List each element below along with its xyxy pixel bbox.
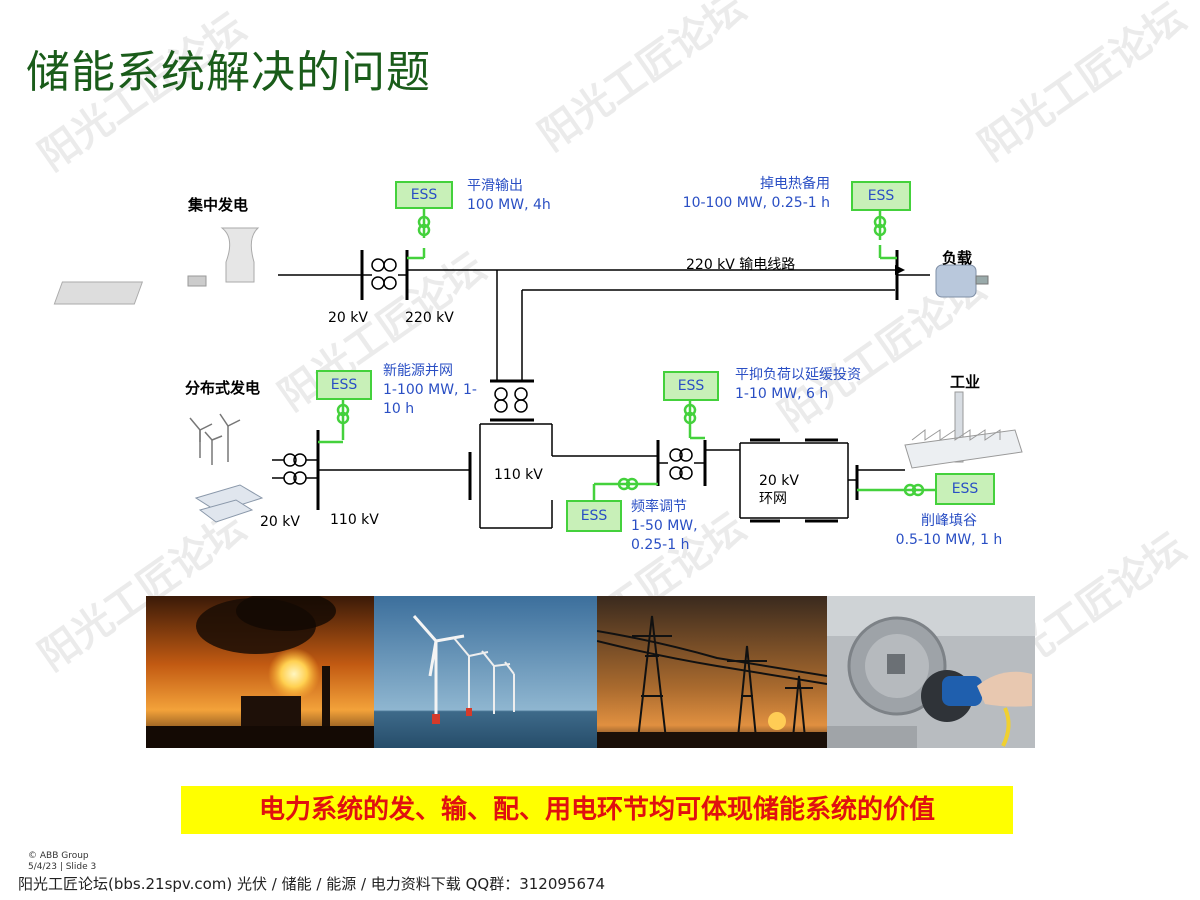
voltage-220kv: 220 kV xyxy=(405,310,454,326)
ring-name: 环网 xyxy=(759,491,787,507)
ess-box-freq: ESS xyxy=(566,500,622,532)
defer-title: 平抑负荷以延缓投资 xyxy=(735,367,861,383)
ess-box-defer: ESS xyxy=(663,371,719,401)
page-title: 储能系统解决的问题 xyxy=(26,47,431,98)
defer-investment-label: 平抑负荷以延缓投资 1-10 MW, 6 h xyxy=(735,366,861,404)
load-label: 负载 xyxy=(942,249,973,267)
hot-standby-label: 掉电热备用 10-100 MW, 0.25-1 h xyxy=(676,175,830,213)
peak-spec: 0.5-10 MW, 1 h xyxy=(895,532,1003,548)
wind-turbine-icon xyxy=(189,413,241,465)
renewable-integration-label: 新能源并网 1-100 MW, 1- 10 h xyxy=(383,362,477,419)
smooth-spec: 100 MW, 4h xyxy=(467,197,551,213)
copyright-owner: © ABB Group xyxy=(28,851,89,861)
voltage-110kv-left: 110 kV xyxy=(330,512,379,528)
freq-title: 频率调节 xyxy=(631,499,687,515)
renewable-title: 新能源并网 xyxy=(383,363,453,379)
freq-spec2: 0.25-1 h xyxy=(631,537,690,553)
central-generation-label: 集中发电 xyxy=(188,196,249,214)
ring-network-label: 20 kV 环网 xyxy=(759,472,799,508)
photo-offshore-wind xyxy=(374,596,597,748)
ess-box-hot-standby: ESS xyxy=(851,181,911,211)
peak-title: 削峰填谷 xyxy=(921,513,977,529)
power-plant-icon xyxy=(53,227,260,305)
voltage-20kv-top: 20 kV xyxy=(328,310,368,326)
footer-text: 阳光工匠论坛(bbs.21spv.com) 光伏 / 储能 / 能源 / 电力资… xyxy=(18,875,606,893)
renewable-spec2: 10 h xyxy=(383,401,415,417)
industry-label: 工业 xyxy=(950,373,981,391)
distributed-generation-label: 分布式发电 xyxy=(185,379,261,397)
frequency-regulation-label: 频率调节 1-50 MW, 0.25-1 h xyxy=(631,498,698,555)
hot-standby-title: 掉电热备用 xyxy=(760,176,830,192)
motor-icon xyxy=(935,264,989,298)
slide-date: 5/4/23 | Slide 3 xyxy=(28,862,97,872)
voltage-110kv-mid: 110 kV xyxy=(494,467,543,483)
photo-transmission-towers xyxy=(597,596,827,748)
renewable-spec1: 1-100 MW, 1- xyxy=(383,382,477,398)
photo-ev-charging xyxy=(827,596,1035,748)
smooth-output-label: 平滑输出 100 MW, 4h xyxy=(467,177,551,215)
peak-shaving-label: 削峰填谷 0.5-10 MW, 1 h xyxy=(893,512,1005,550)
solar-panel-icon xyxy=(194,484,264,523)
photo-coal-plant-sunset xyxy=(146,596,374,748)
factory-icon xyxy=(904,391,1023,469)
ring-voltage: 20 kV xyxy=(759,473,799,489)
ess-box-renewable: ESS xyxy=(316,370,372,400)
freq-spec1: 1-50 MW, xyxy=(631,518,698,534)
defer-spec: 1-10 MW, 6 h xyxy=(735,386,829,402)
key-message-banner: 电力系统的发、输、配、用电环节均可体现储能系统的价值 xyxy=(181,786,1013,834)
ess-box-peak: ESS xyxy=(935,473,995,505)
hot-standby-spec: 10-100 MW, 0.25-1 h xyxy=(682,195,830,211)
voltage-20kv-left: 20 kV xyxy=(260,514,300,530)
smooth-title: 平滑输出 xyxy=(467,178,523,194)
ess-box-smooth: ESS xyxy=(395,181,453,209)
transmission-line-label: 220 kV 输电线路 xyxy=(686,257,796,273)
